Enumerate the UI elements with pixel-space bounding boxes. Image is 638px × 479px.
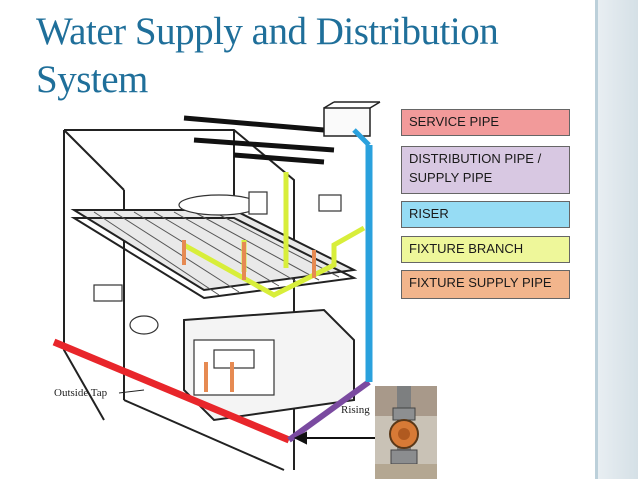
distribution-pipe xyxy=(287,379,371,443)
right-stripe xyxy=(595,0,598,479)
legend-label: RISER xyxy=(409,206,449,221)
outside-tap-label: Outside Tap xyxy=(54,387,108,399)
legend-label: FIXTURE SUPPLY PIPE xyxy=(409,275,552,290)
fixture-supply-pipes xyxy=(182,240,316,392)
arrow-to-photo xyxy=(293,431,379,445)
right-band xyxy=(598,0,638,479)
legend-label: FIXTURE BRANCH xyxy=(409,241,524,256)
pipe-fitting-photo xyxy=(375,386,437,479)
legend-distribution-pipe: DISTRIBUTION PIPE / SUPPLY PIPE xyxy=(401,146,570,194)
roof-tank xyxy=(323,101,381,137)
legend-fixture-branch: FIXTURE BRANCH xyxy=(401,236,570,263)
building-diagram: Outside Tap Rising xyxy=(52,101,381,471)
rising-label: Rising xyxy=(341,404,370,416)
service-pipe xyxy=(52,338,291,444)
legend-label: SERVICE PIPE xyxy=(409,114,500,129)
legend-label: DISTRIBUTION PIPE / SUPPLY PIPE xyxy=(409,151,542,185)
legend-service-pipe: SERVICE PIPE xyxy=(401,109,570,136)
legend-riser: RISER xyxy=(401,201,570,228)
page-title: Water Supply and Distribution System xyxy=(36,10,499,101)
riser-top xyxy=(352,128,371,147)
ceiling-pipes xyxy=(183,115,335,165)
upper-fixtures xyxy=(178,191,342,216)
legend-fixture-supply-pipe: FIXTURE SUPPLY PIPE xyxy=(401,270,570,299)
